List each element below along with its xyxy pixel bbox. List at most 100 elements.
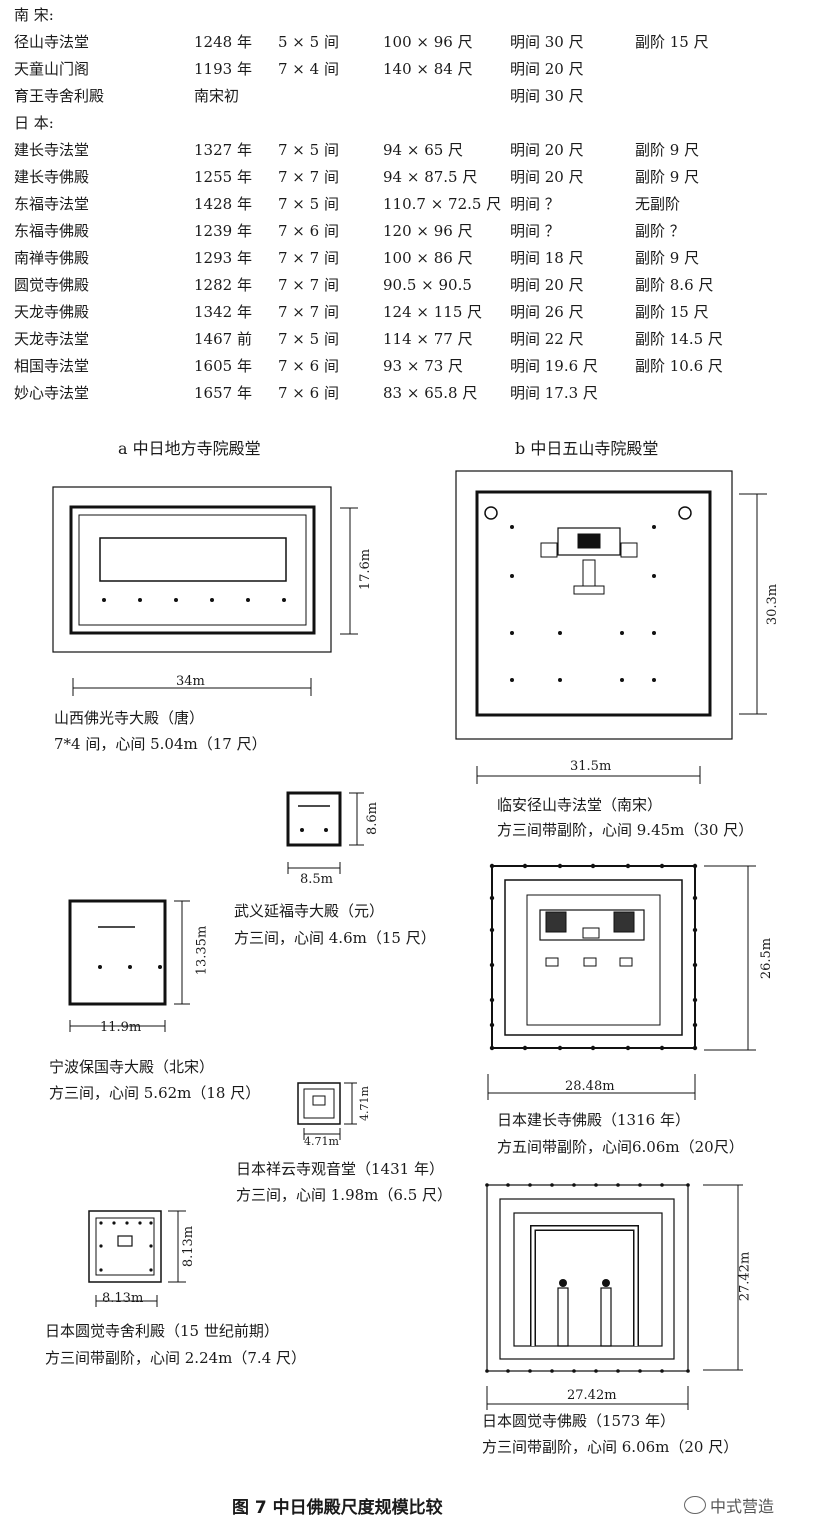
table-cell-central: 明间 ？ (510, 195, 560, 213)
figure-caption: 图 7 中日佛殿尺度规模比较 (232, 1498, 443, 1518)
table-cell-size: 140 × 84 尺 (383, 60, 473, 78)
heading-b: b 中日五山寺院殿堂 (515, 439, 659, 458)
table-cell-name: 妙心寺法堂 (14, 384, 90, 402)
table-cell-year: 南宋初 (194, 87, 240, 105)
engaku-desc: 方三间带副阶，心间 6.06m（20 尺） (482, 1438, 739, 1456)
table-cell-bays: 7 × 6 间 (278, 357, 339, 375)
table-cell-central: 明间 19.6 尺 (510, 357, 598, 375)
table-cell-year: 1657 年 (194, 384, 252, 402)
jingshan-desc: 方三间带副阶，心间 9.45m（30 尺） (497, 821, 754, 839)
table-cell-name: 东福寺佛殿 (14, 222, 90, 240)
baoguo-width-label: 11.9m (100, 1020, 142, 1035)
table-cell-year: 1239 年 (194, 222, 252, 240)
table-cell-size: 93 × 73 尺 (383, 357, 464, 375)
table-cell-fujie: 副阶 15 尺 (635, 33, 709, 51)
kenchoji-plan (487, 863, 756, 1100)
yanfu-desc: 方三间，心间 4.6m（15 尺） (234, 929, 436, 947)
table-cell-fujie: 副阶 9 尺 (635, 249, 700, 267)
table-cell-year: 1605 年 (194, 357, 252, 375)
yanfu-name: 武义延福寺大殿（元） (234, 902, 385, 920)
table-cell-bays: 7 × 5 间 (278, 195, 339, 213)
heading-a: a 中日地方寺院殿堂 (118, 439, 261, 458)
baoguo-plan (68, 899, 190, 1032)
table-cell-bays: 5 × 5 间 (278, 33, 339, 51)
table-cell-central: 明间 30 尺 (510, 33, 584, 51)
table-cell-name: 圆觉寺佛殿 (14, 276, 90, 294)
foguang-width-label: 34m (176, 674, 205, 689)
table-cell-bays: 7 × 7 间 (278, 303, 339, 321)
table-cell-name: 南禅寺佛殿 (14, 249, 90, 267)
table-cell-bays: 7 × 4 间 (278, 60, 339, 78)
table-cell-name: 天龙寺佛殿 (14, 303, 90, 321)
table-cell-year: 1327 年 (194, 141, 252, 159)
table-cell-size: 100 × 86 尺 (383, 249, 473, 267)
table-cell-year: 1282 年 (194, 276, 252, 294)
table-cell-bays: 7 × 7 间 (278, 168, 339, 186)
table-cell-size: 94 × 65 尺 (383, 141, 464, 159)
shoun-desc: 方三间，心间 1.98m（6.5 尺） (236, 1186, 453, 1204)
section-song-heading: 南 宋: (14, 6, 54, 24)
baoguo-depth-label: 13.35m (194, 925, 210, 976)
foguang-depth-label: 17.6m (358, 548, 374, 591)
table-cell-bays: 7 × 6 间 (278, 222, 339, 240)
table-cell-year: 1248 年 (194, 33, 252, 51)
yanfu-plan (286, 791, 364, 874)
table-cell-size: 83 × 65.8 尺 (383, 384, 478, 402)
wechat-icon (684, 1496, 706, 1514)
kenchoji-width-label: 28.48m (565, 1079, 615, 1094)
table-cell-size: 114 × 77 尺 (383, 330, 473, 348)
shoun-width-label: 4.71m (304, 1135, 339, 1148)
table-cell-name: 东福寺法堂 (14, 195, 90, 213)
engaku-shari-plan (88, 1210, 186, 1307)
table-cell-central: 明间 ？ (510, 222, 560, 240)
foguang-desc: 7*4 间，心间 5.04m（17 尺） (54, 735, 267, 753)
table-cell-fujie: 副阶 9 尺 (635, 141, 700, 159)
table-cell-fujie: 副阶 9 尺 (635, 168, 700, 186)
engaku-shari-depth-label: 8.13m (181, 1225, 197, 1268)
shoun-depth-label: 4.71m (357, 1086, 371, 1121)
table-cell-central: 明间 17.3 尺 (510, 384, 598, 402)
table-cell-name: 相国寺法堂 (14, 357, 90, 375)
table-cell-year: 1467 前 (194, 330, 252, 348)
engaku-shari-name: 日本圆觉寺舍利殿（15 世纪前期） (45, 1322, 279, 1340)
table-cell-fujie: 副阶 8.6 尺 (635, 276, 714, 294)
table-cell-fujie: 副阶 14.5 尺 (635, 330, 723, 348)
engaku-shari-desc: 方三间带副阶，心间 2.24m（7.4 尺） (45, 1349, 307, 1367)
engaku-plan (485, 1183, 743, 1410)
table-cell-fujie: 副阶 10.6 尺 (635, 357, 723, 375)
table-cell-year: 1342 年 (194, 303, 252, 321)
table-cell-central: 明间 20 尺 (510, 141, 584, 159)
table-cell-bays: 7 × 5 间 (278, 141, 339, 159)
table-cell-bays: 7 × 6 间 (278, 384, 339, 402)
table-cell-central: 明间 20 尺 (510, 60, 584, 78)
table-cell-central: 明间 26 尺 (510, 303, 584, 321)
table-cell-central: 明间 20 尺 (510, 276, 584, 294)
table-cell-fujie: 副阶 15 尺 (635, 303, 709, 321)
baoguo-name: 宁波保国寺大殿（北宋） (49, 1058, 215, 1076)
watermark-text: 中式营造 (710, 1497, 775, 1516)
jingshan-plan (455, 470, 767, 784)
table-cell-fujie: 副阶 ？ (635, 222, 685, 240)
table-cell-name: 径山寺法堂 (14, 33, 90, 51)
shoun-name: 日本祥云寺观音堂（1431 年） (236, 1160, 444, 1178)
table-cell-size: 100 × 96 尺 (383, 33, 473, 51)
section-japan-heading: 日 本: (14, 114, 54, 132)
yanfu-depth-label: 8.6m (365, 801, 381, 836)
table-cell-central: 明间 22 尺 (510, 330, 584, 348)
table-cell-year: 1193 年 (194, 60, 252, 78)
engaku-depth-label: 27.42m (737, 1251, 753, 1302)
engaku-shari-width-label: 8.13m (102, 1291, 144, 1306)
table-cell-size: 90.5 × 90.5 (383, 276, 472, 294)
engaku-name: 日本圆觉寺佛殿（1573 年） (482, 1412, 675, 1430)
foguang-plan (52, 486, 358, 696)
table-cell-fujie: 无副阶 (635, 195, 681, 213)
table-cell-name: 建长寺法堂 (14, 141, 90, 159)
table-cell-bays: 7 × 7 间 (278, 276, 339, 294)
foguang-name: 山西佛光寺大殿（唐） (54, 709, 205, 727)
table-cell-year: 1293 年 (194, 249, 252, 267)
table-cell-central: 明间 20 尺 (510, 168, 584, 186)
yanfu-width-label: 8.5m (300, 872, 334, 887)
table-cell-size: 120 × 96 尺 (383, 222, 473, 240)
table-cell-bays: 7 × 7 间 (278, 249, 339, 267)
table-cell-bays: 7 × 5 间 (278, 330, 339, 348)
